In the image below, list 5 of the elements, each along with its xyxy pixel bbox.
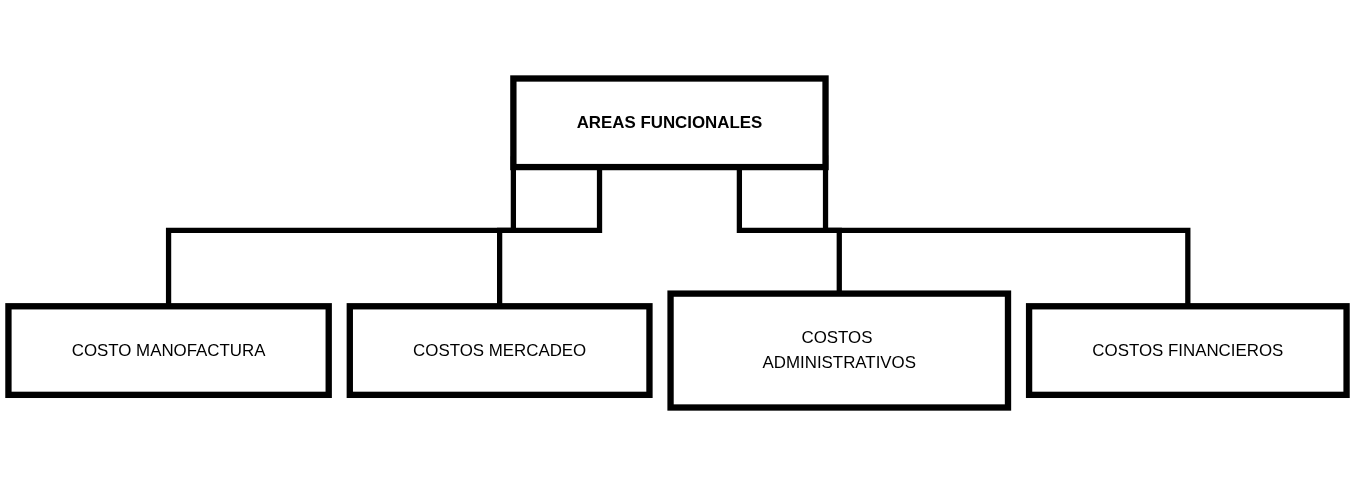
node-box: AREAS FUNCIONALES xyxy=(510,75,829,171)
node-box: COSTOS MERCADEO xyxy=(346,303,653,398)
node-box: COSTO MANOFACTURA xyxy=(5,303,332,398)
node-box: COSTOS FINANCIEROS xyxy=(1025,303,1350,398)
node-box: COSTOS ADMINISTRATIVOS xyxy=(667,290,1012,411)
